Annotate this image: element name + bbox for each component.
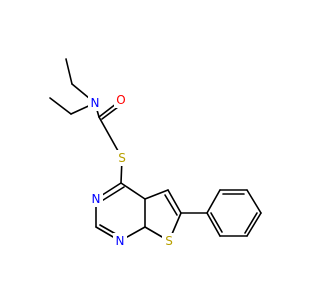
- bond-28: [206, 212, 221, 237]
- label-bg-s-thiophene: [162, 233, 176, 249]
- bond-26: [246, 212, 262, 237]
- atom-n-ring-bottom: N: [116, 234, 125, 248]
- label-bg-n-ring-bottom: [113, 233, 127, 249]
- bond-3: [49, 97, 72, 115]
- atom-labels-group: N O S N N S: [88, 92, 176, 249]
- bond-18: [167, 189, 182, 214]
- bond-31: [210, 212, 223, 233]
- bond-16: [120, 182, 146, 200]
- label-bg-n-ring-top: [89, 191, 103, 207]
- bond-10: [99, 186, 125, 203]
- bond-17: [144, 189, 169, 200]
- bonds-group: [49, 58, 262, 242]
- atom-s-thiophene: S: [165, 234, 173, 248]
- atom-o-carbonyl: O: [116, 93, 125, 107]
- bond-0: [65, 58, 73, 85]
- bond-23: [206, 189, 221, 214]
- molecule-structure-diagram: N O S N N S: [49, 58, 262, 249]
- bond-25: [246, 189, 262, 214]
- bond-30: [244, 212, 258, 234]
- atom-n-ring-top: N: [92, 192, 101, 206]
- atom-s-thioether: S: [118, 151, 126, 165]
- bond-19: [164, 194, 178, 216]
- label-bg-s-thioether: [115, 150, 129, 166]
- label-bg-n-amide: [88, 95, 102, 111]
- label-bg-o-carbonyl: [114, 92, 128, 108]
- atom-n-amide: N: [91, 96, 100, 110]
